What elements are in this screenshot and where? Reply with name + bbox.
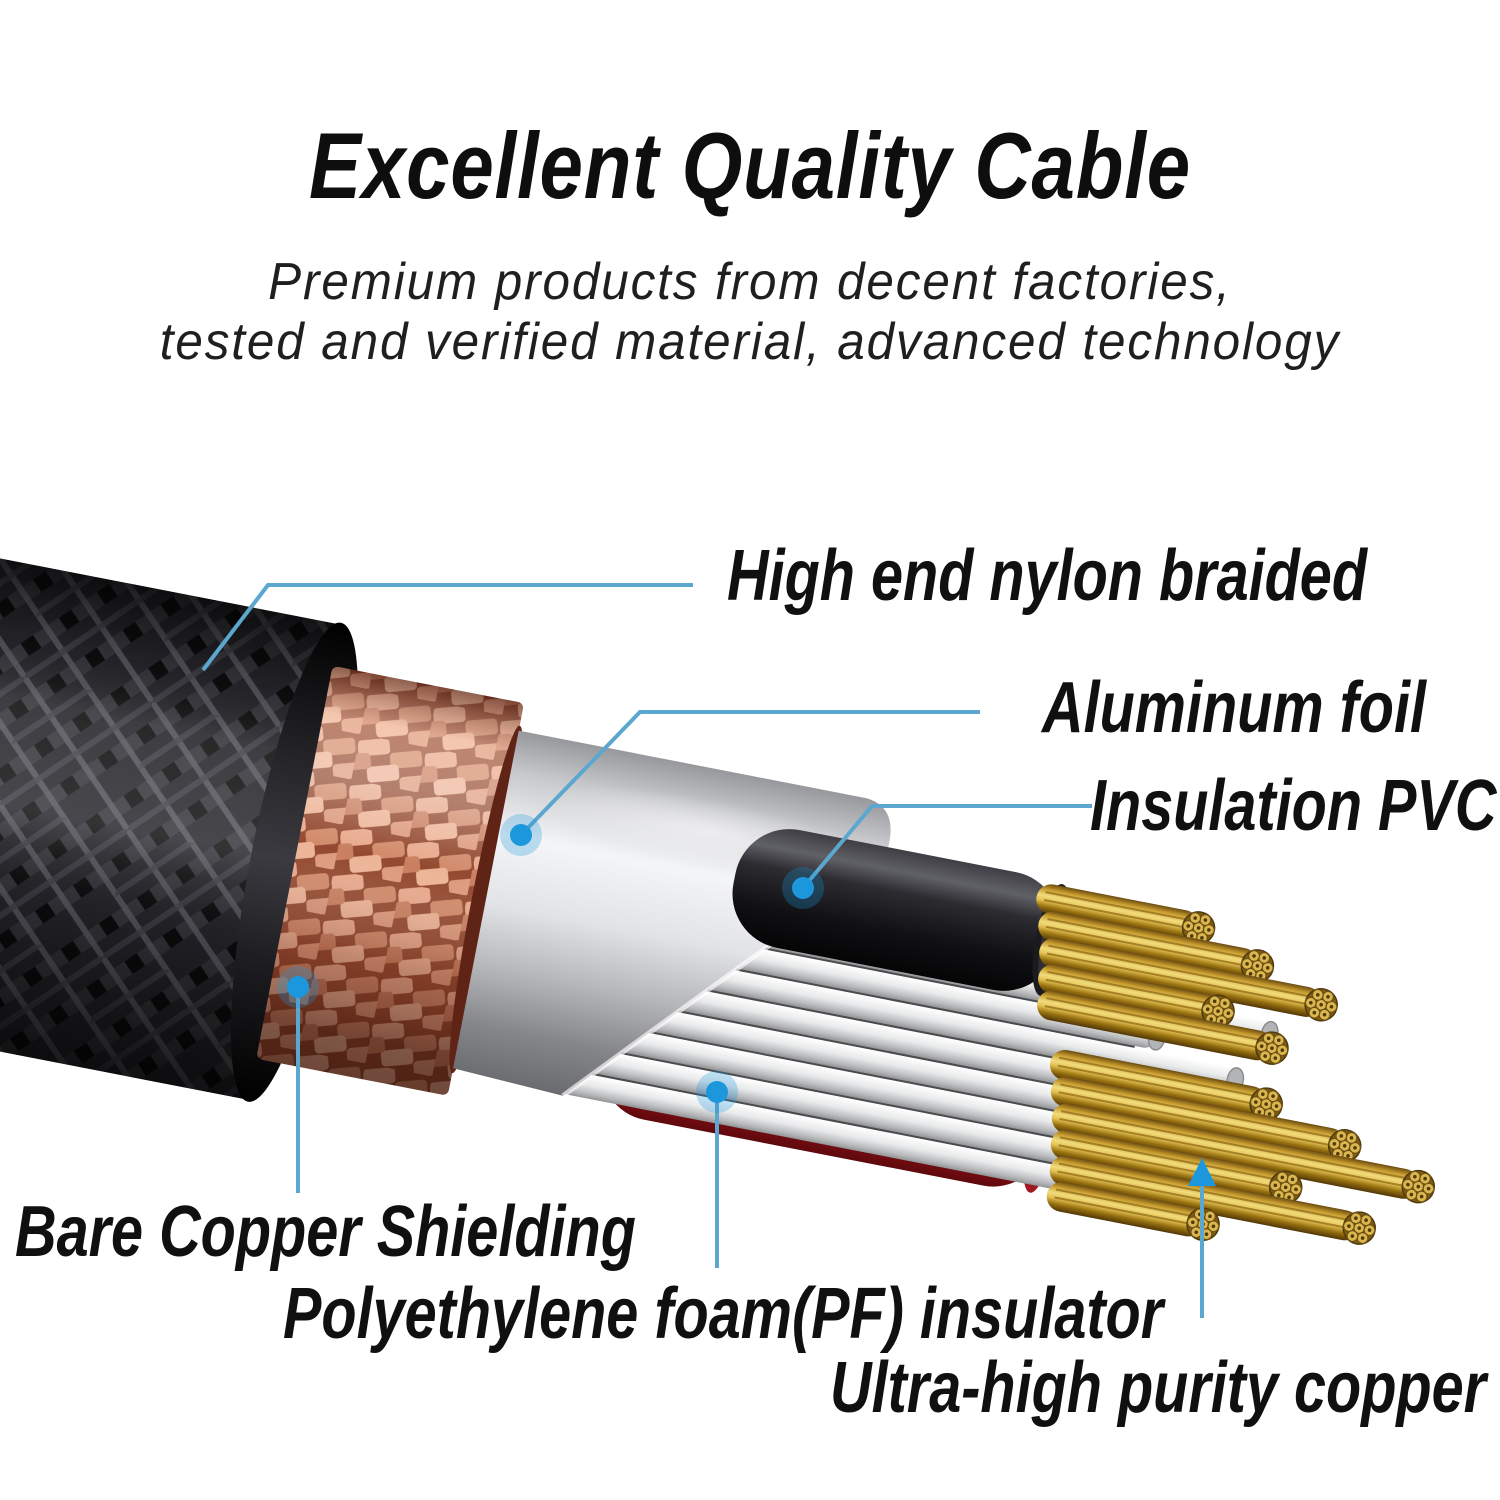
callout-line-nylon-braid (201, 583, 693, 672)
callout-dot-copper-shielding (277, 966, 319, 1008)
label-insulation-pvc: Insulation PVC (1090, 766, 1497, 846)
nylon-braid-layer (0, 550, 343, 1101)
label-pf-insulator: Polyethylene foam(PF) insulator (283, 1274, 1164, 1354)
callout-line-aluminum-foil (519, 710, 980, 837)
label-nylon-braid: High end nylon braided (727, 536, 1368, 616)
copper-conductors-upper (1036, 884, 1341, 1068)
page-title: Excellent Quality Cable (309, 113, 1191, 218)
subtitle-line-2: tested and verified material, advanced t… (159, 313, 1341, 371)
label-copper-shielding: Bare Copper Shielding (15, 1192, 636, 1272)
copper-conductors-lower (1046, 1049, 1438, 1248)
callout-arrow-pure-copper (1188, 1158, 1216, 1186)
callout-dot-aluminum-foil (500, 814, 542, 856)
label-pure-copper: Ultra-high purity copper (830, 1348, 1487, 1428)
callout-dot-insulation-pvc (782, 867, 824, 909)
label-aluminum-foil: Aluminum foil (1042, 668, 1426, 748)
callout-dots (277, 814, 1216, 1186)
callout-dot-pf-insulator (696, 1071, 738, 1113)
callout-line-insulation-pvc (801, 804, 1092, 890)
subtitle-line-1: Premium products from decent factories, (268, 253, 1232, 311)
